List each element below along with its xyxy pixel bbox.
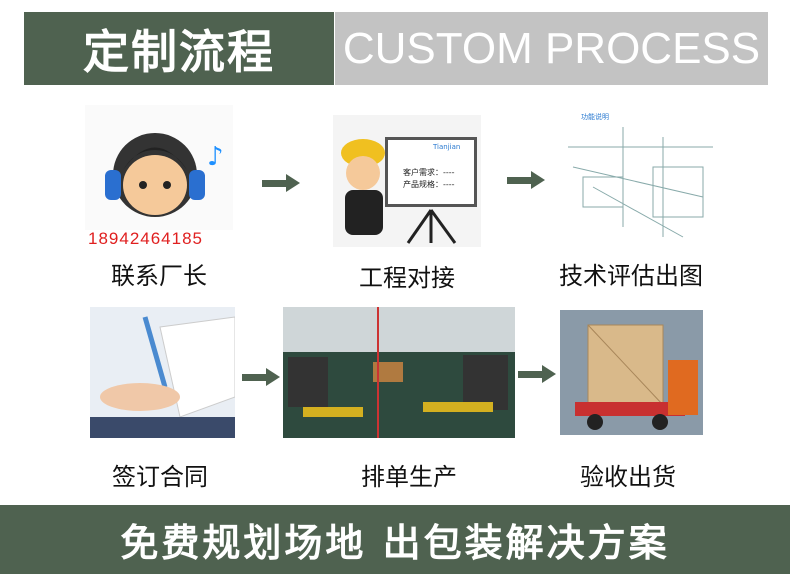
factory-floor-image (283, 307, 515, 438)
arrow-right-icon (242, 368, 282, 386)
svg-text:功能说明: 功能说明 (581, 112, 609, 121)
step-label-engineering: 工程对接 (359, 264, 455, 292)
step-label-contact: 联系厂长 (111, 262, 207, 290)
shipping-crate-image (560, 310, 703, 435)
step-label-production: 排单生产 (361, 463, 457, 491)
layout-drawing-image: 功能说明 (563, 107, 720, 247)
phone-number[interactable]: 18942464185 (88, 229, 204, 248)
board-line: 产品规格：---- (403, 180, 455, 189)
step-label-delivery: 验收出货 (580, 463, 676, 491)
board-line: 客户需求：---- (403, 168, 455, 177)
arrow-right-icon (262, 174, 302, 192)
svg-text:♪: ♪ (207, 142, 224, 172)
title-english: CUSTOM PROCESS (335, 12, 768, 85)
headset-avatar-icon: ♪ (105, 133, 224, 217)
title-chinese: 定制流程 (24, 12, 334, 85)
arrow-right-icon (507, 171, 547, 189)
contract-signing-image (90, 307, 235, 438)
arrow-right-icon (518, 365, 558, 383)
engineer-board-image: Tianjian 客户需求：---- 产品规格：---- (333, 115, 481, 247)
customer-service-image: ♪ (85, 105, 233, 230)
footer-slogan: 免费规划场地 出包装解决方案 (0, 505, 790, 574)
step-label-evaluation: 技术评估出图 (559, 262, 703, 290)
board-logo: Tianjian (433, 143, 461, 151)
step-label-contract: 签订合同 (112, 463, 208, 491)
